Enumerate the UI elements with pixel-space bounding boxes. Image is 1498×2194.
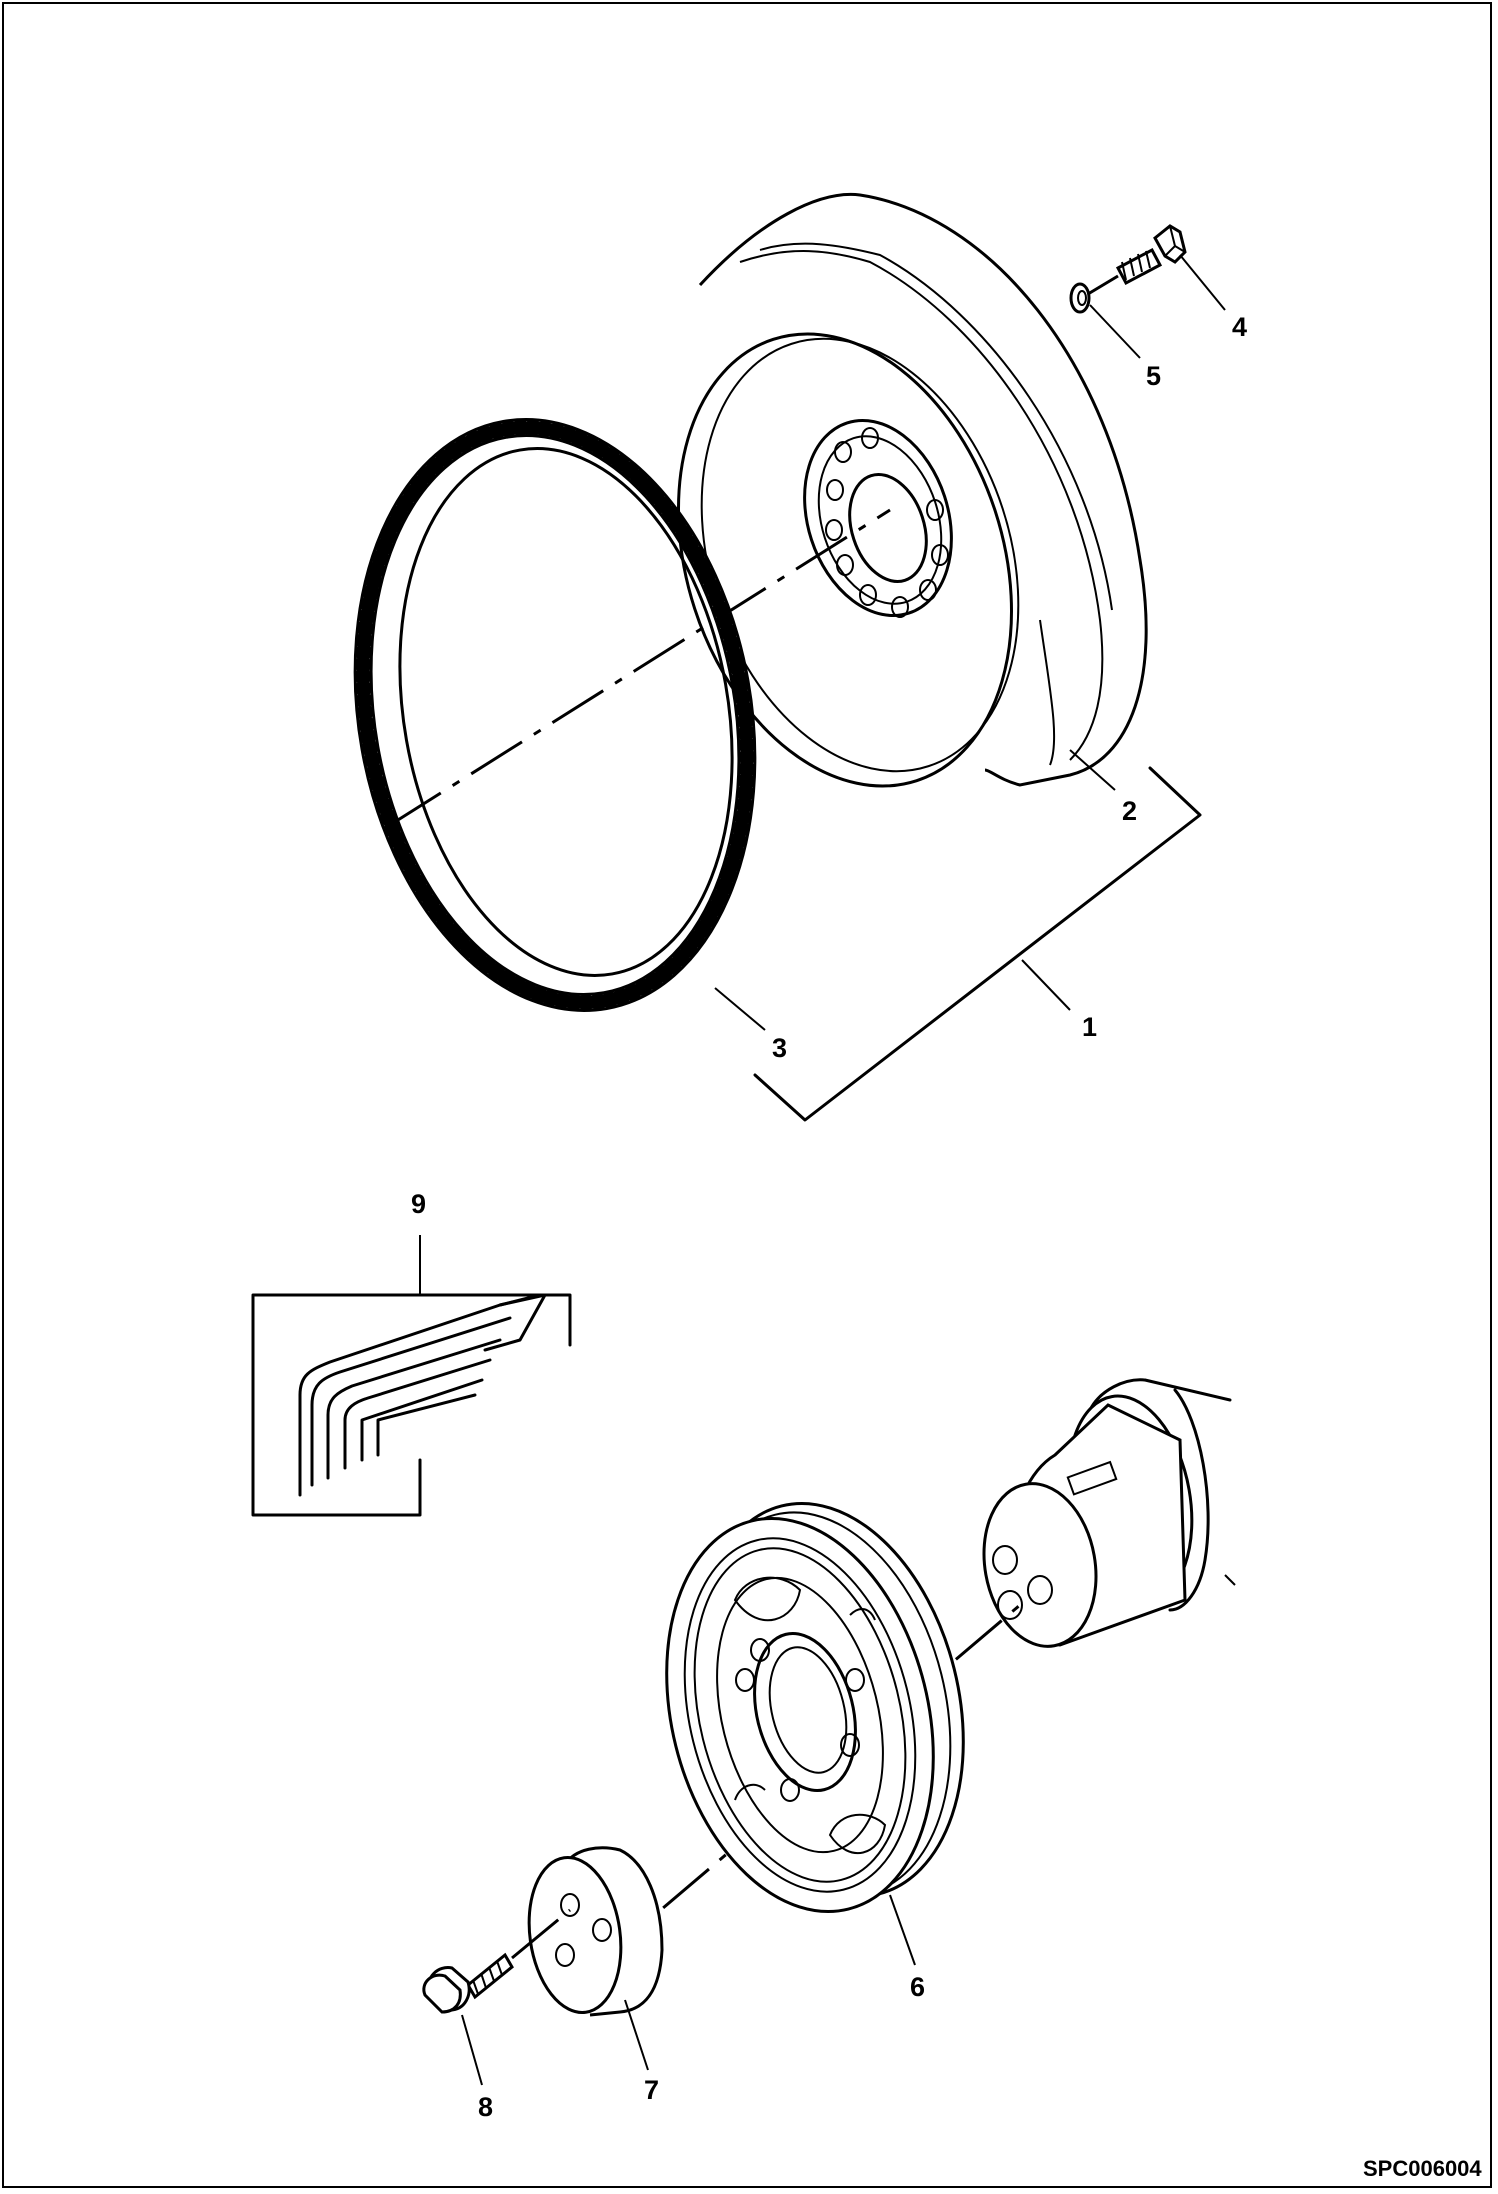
label-item-1: 1	[1082, 1012, 1097, 1042]
assembly-bracket-1	[753, 766, 1202, 1122]
label-item-7: 7	[644, 2075, 659, 2105]
leader-5	[1089, 304, 1141, 359]
label-item-4: 4	[1232, 312, 1247, 342]
leader-3	[714, 987, 766, 1031]
leader-8	[461, 2014, 483, 2086]
leader-6	[889, 1894, 916, 1966]
label-item-3: 3	[772, 1033, 787, 1063]
drawing-id: SPC006004	[1363, 2156, 1482, 2181]
flywheel-bolt	[1115, 224, 1187, 286]
flywheel-washer	[1069, 282, 1091, 314]
flywheel-centerline	[389, 508, 891, 827]
crankshaft-end	[982, 1378, 1236, 1648]
leader-4	[1179, 254, 1226, 311]
crank-pulley	[665, 1501, 965, 1914]
label-item-5: 5	[1146, 361, 1161, 391]
pulley-bolt-axis	[511, 1908, 571, 1960]
leader-7	[624, 1999, 649, 2071]
label-item-2: 2	[1122, 796, 1137, 826]
label-item-8: 8	[478, 2092, 493, 2122]
leader-1	[1021, 959, 1071, 1011]
label-item-9: 9	[411, 1189, 426, 1219]
hex-key-set	[251, 1235, 572, 1517]
bolt-axis	[1087, 274, 1119, 296]
label-item-6: 6	[910, 1972, 925, 2002]
ring-gear	[353, 418, 757, 1012]
leader-2	[1069, 749, 1116, 791]
pulley-bolt	[422, 1952, 514, 2014]
